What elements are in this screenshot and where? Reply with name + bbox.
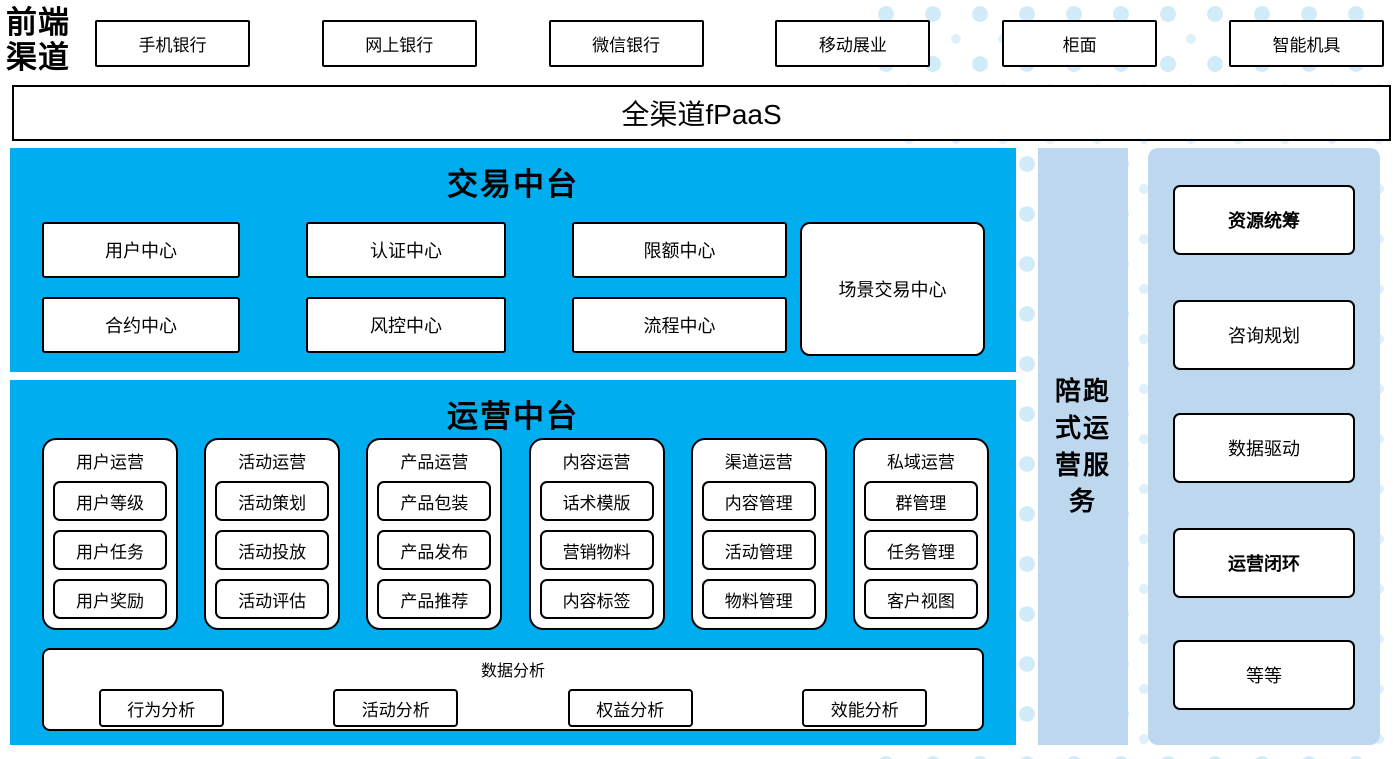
accompanying-operation-service-bar: 陪跑式运营服务 (1038, 148, 1128, 745)
channel-box-online-banking: 网上银行 (321, 20, 477, 67)
analysis-box-rights: 权益分析 (567, 689, 693, 727)
ops-item: 内容管理 (701, 481, 816, 521)
data-analysis-items: 行为分析 活动分析 权益分析 效能分析 (44, 689, 982, 727)
ops-item: 物料管理 (701, 579, 816, 619)
capability-box-data-driven: 数据驱动 (1173, 413, 1355, 483)
center-box-authentication: 认证中心 (306, 222, 506, 278)
data-analysis-title: 数据分析 (480, 663, 545, 680)
ops-item: 客户视图 (863, 579, 978, 619)
transaction-platform-title: 交易中台 (447, 167, 579, 202)
analysis-box-behavior: 行为分析 (98, 689, 224, 727)
ops-column-user: 用户运营 用户等级 用户任务 用户奖励 (42, 438, 178, 630)
channel-box-mobile-outreach: 移动展业 (775, 20, 931, 67)
channel-box-smart-devices: 智能机具 (1228, 20, 1384, 67)
transaction-centers-grid: 用户中心 认证中心 限额中心 合约中心 风控中心 流程中心 (42, 222, 787, 353)
capability-box-etc: 等等 (1173, 640, 1355, 710)
ops-item: 产品发布 (377, 530, 492, 570)
data-analysis-strip: 数据分析 行为分析 活动分析 权益分析 效能分析 (42, 648, 984, 731)
accompanying-operation-service-label: 陪跑式运营服务 (1054, 375, 1111, 517)
front-channel-row: 手机银行 网上银行 微信银行 移动展业 柜面 智能机具 (95, 20, 1384, 67)
ops-column-title: 用户运营 (76, 453, 144, 472)
center-box-process: 流程中心 (572, 297, 787, 353)
ops-column-title: 活动运营 (238, 453, 307, 472)
service-capability-panel: 资源统筹 咨询规划 数据驱动 运营闭环 等等 (1148, 148, 1380, 745)
operations-columns: 用户运营 用户等级 用户任务 用户奖励 活动运营 活动策划 活动投放 活动评估 … (42, 438, 989, 630)
ops-column-private-domain: 私域运营 群管理 任务管理 客户视图 (852, 438, 989, 630)
ops-item: 活动投放 (215, 530, 330, 570)
ops-column-channel: 渠道运营 内容管理 活动管理 物料管理 (690, 438, 827, 630)
ops-column-product: 产品运营 产品包装 产品发布 产品推荐 (366, 438, 503, 630)
ops-column-title: 产品运营 (400, 453, 469, 472)
ops-item: 活动管理 (701, 530, 816, 570)
transaction-platform-section: 交易中台 用户中心 认证中心 限额中心 合约中心 风控中心 流程中心 场景交易中… (10, 148, 1016, 372)
center-box-contract: 合约中心 (42, 297, 240, 353)
channel-box-wechat-banking: 微信银行 (548, 20, 704, 67)
ops-column-title: 内容运营 (562, 453, 631, 472)
ops-item: 内容标签 (539, 579, 654, 619)
ops-item: 营销物料 (539, 530, 654, 570)
ops-item: 产品包装 (377, 481, 492, 521)
transaction-centers-row: 合约中心 风控中心 流程中心 (42, 297, 787, 353)
ops-item: 用户奖励 (53, 579, 167, 619)
capability-box-resource-planning: 资源统筹 (1173, 185, 1355, 255)
ops-column-content: 内容运营 话术模版 营销物料 内容标签 (528, 438, 665, 630)
ops-column-activity: 活动运营 活动策划 活动投放 活动评估 (204, 438, 341, 630)
center-box-user: 用户中心 (42, 222, 240, 278)
omni-channel-fpaas-bar: 全渠道fPaaS (12, 85, 1391, 141)
ops-item: 活动评估 (215, 579, 330, 619)
capability-box-operation-loop: 运营闭环 (1173, 528, 1355, 598)
operations-platform-title: 运营中台 (447, 399, 579, 434)
transaction-centers-row: 用户中心 认证中心 限额中心 (42, 222, 787, 278)
center-box-risk-control: 风控中心 (306, 297, 506, 353)
ops-item: 活动策划 (215, 481, 330, 521)
ops-item: 用户任务 (53, 530, 167, 570)
ops-column-title: 私域运营 (886, 453, 955, 472)
ops-item: 用户等级 (53, 481, 167, 521)
channel-box-counter: 柜面 (1002, 20, 1158, 67)
ops-column-title: 渠道运营 (724, 453, 793, 472)
ops-item: 产品推荐 (377, 579, 492, 619)
front-channel-label: 前端渠道 (6, 5, 70, 75)
operations-platform-section: 运营中台 用户运营 用户等级 用户任务 用户奖励 活动运营 活动策划 活动投放 … (10, 380, 1016, 745)
ops-item: 群管理 (863, 481, 978, 521)
capability-box-consulting-planning: 咨询规划 (1173, 300, 1355, 370)
channel-box-mobile-banking: 手机银行 (95, 20, 250, 67)
analysis-box-efficiency: 效能分析 (802, 689, 928, 727)
ops-item: 任务管理 (863, 530, 978, 570)
center-box-scene-transaction: 场景交易中心 (800, 222, 985, 356)
analysis-box-activity: 活动分析 (333, 689, 459, 727)
center-box-limit: 限额中心 (572, 222, 787, 278)
ops-item: 话术模版 (539, 481, 654, 521)
